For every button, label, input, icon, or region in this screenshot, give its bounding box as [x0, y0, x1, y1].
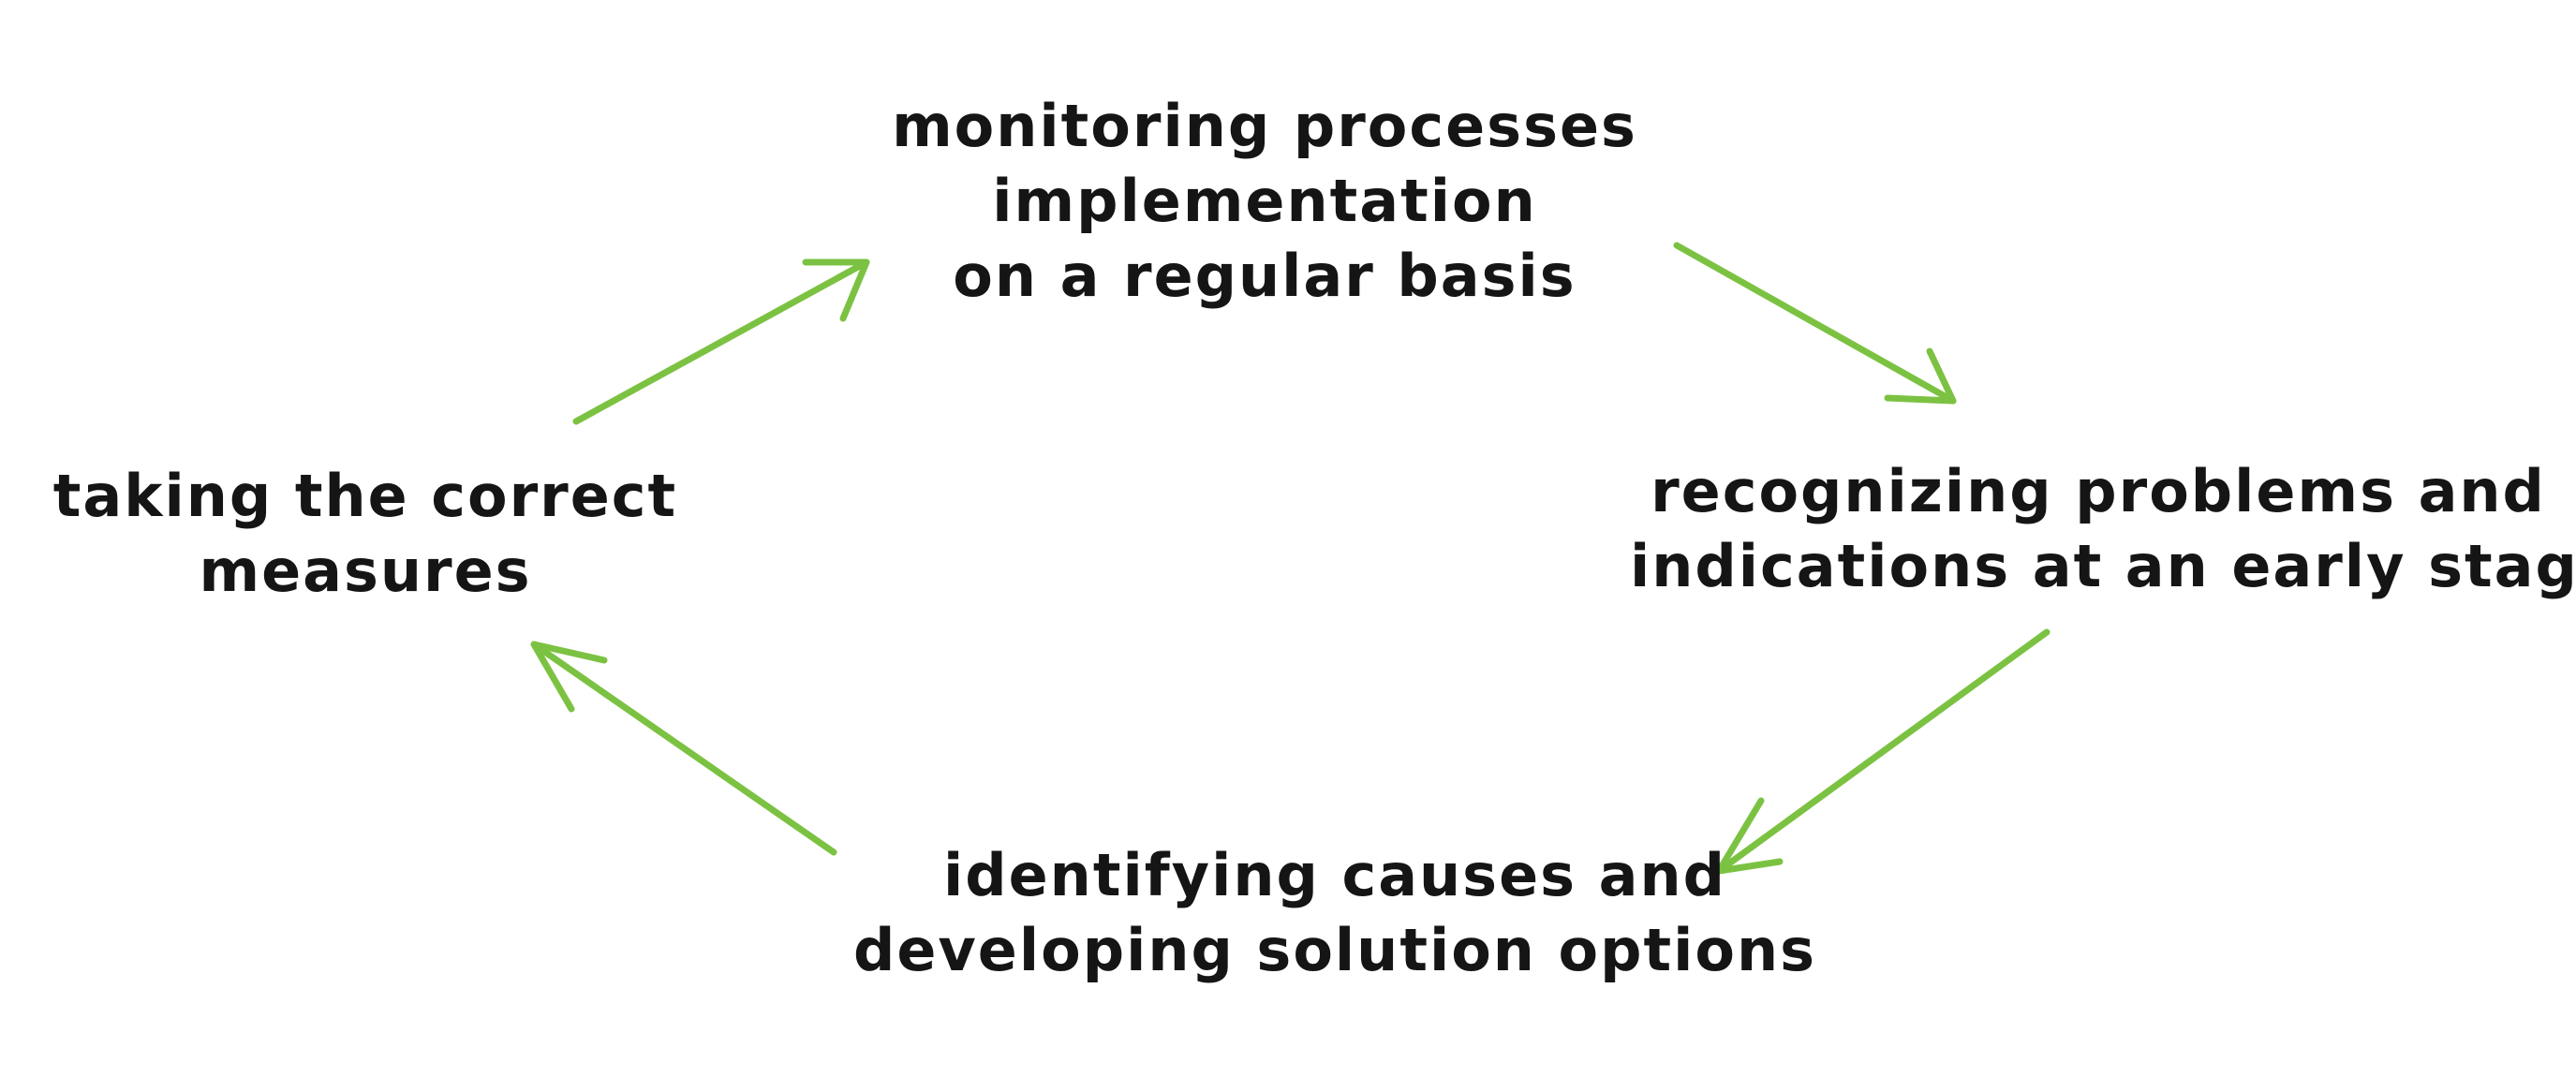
cycle-step-taking-measures-line-1: taking the correct	[52, 462, 678, 530]
arrow-right-to-bottom-head	[1715, 797, 1784, 875]
arrow-bottom-to-left-head	[530, 641, 608, 713]
cycle-step-taking-measures: taking the correct measures	[37, 459, 693, 609]
cycle-step-recognizing: recognizing problems and indications at …	[1630, 454, 2576, 604]
arrow-top-to-right-shaft	[1673, 242, 1957, 405]
arrow-left-to-top-shaft	[572, 258, 870, 425]
cycle-step-identifying-line-1: identifying causes and	[943, 841, 1726, 909]
arrow-bottom-to-left-shaft	[530, 641, 837, 856]
arrow-bottom-to-left	[530, 641, 837, 856]
arrow-right-to-bottom-shaft	[1715, 628, 2050, 875]
cycle-step-monitoring-line-2: implementation	[992, 167, 1537, 235]
cycle-step-monitoring: monitoring processes implementation on a…	[843, 89, 1686, 314]
cycle-step-taking-measures-line-2: measures	[199, 537, 532, 605]
arrow-left-to-top	[572, 258, 870, 425]
cycle-step-identifying: identifying causes and developing soluti…	[843, 838, 1827, 988]
arrow-top-to-right-head	[1884, 347, 1957, 405]
cycle-step-recognizing-line-1: recognizing problems and	[1651, 457, 2546, 525]
cycle-step-monitoring-line-3: on a regular basis	[953, 242, 1577, 310]
cycle-step-monitoring-line-1: monitoring processes	[892, 92, 1637, 160]
arrow-top-to-right	[1673, 242, 1957, 405]
cycle-step-recognizing-line-2: indications at an early stage	[1630, 532, 2576, 600]
cycle-step-identifying-line-2: developing solution options	[852, 916, 1817, 984]
arrow-right-to-bottom	[1715, 628, 2050, 875]
arrow-left-to-top-head	[802, 258, 870, 322]
